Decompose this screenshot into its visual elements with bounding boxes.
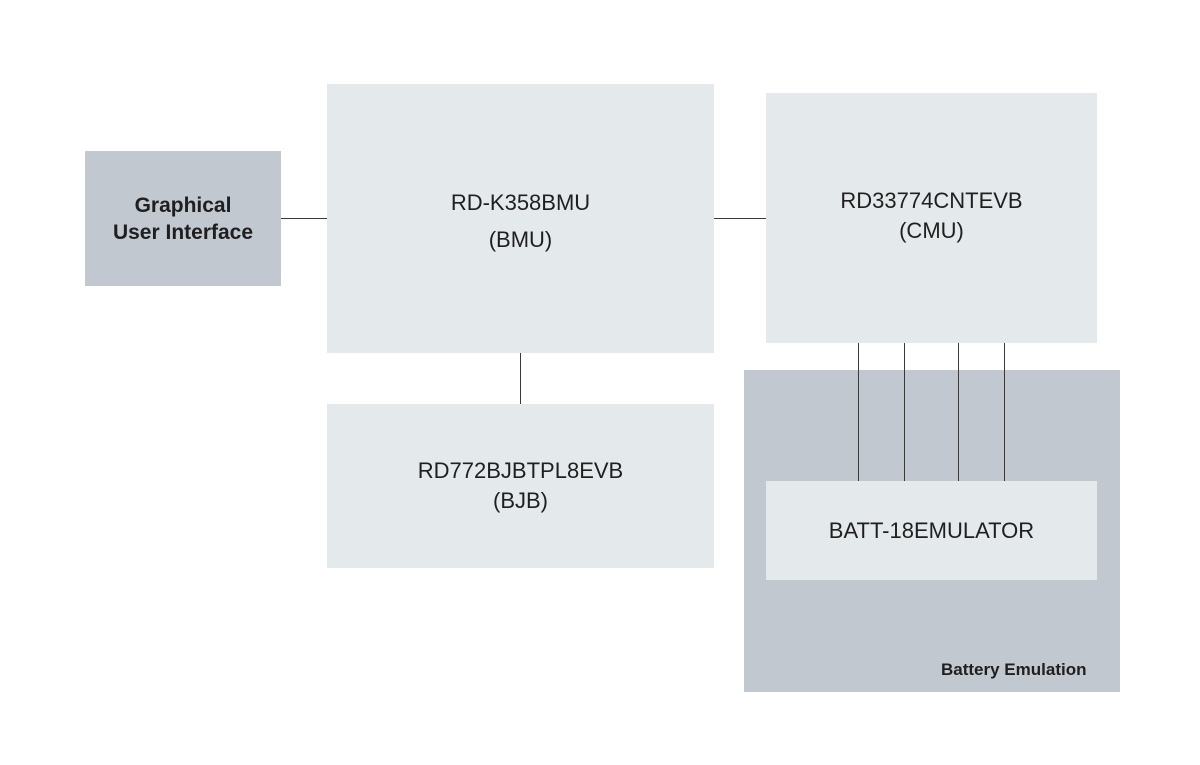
bjb-block: RD772BJBTPL8EVB (BJB) <box>327 404 714 568</box>
emulator-block: BATT-18EMULATOR <box>766 481 1097 580</box>
wire-cmu-emulator-3 <box>958 343 959 481</box>
cmu-block: RD33774CNTEVB (CMU) <box>766 93 1097 343</box>
cmu-label-line2: (CMU) <box>899 218 964 243</box>
wire-cmu-emulator-1 <box>858 343 859 481</box>
bmu-block: RD-K358BMU (BMU) <box>327 84 714 353</box>
gui-block: Graphical User Interface <box>85 151 281 286</box>
bmu-label-line2: (BMU) <box>488 227 553 252</box>
bjb-label-line1: RD772BJBTPL8EVB <box>417 458 624 483</box>
gui-label-line1: Graphical <box>134 193 232 217</box>
wire-cmu-emulator-4 <box>1004 343 1005 481</box>
gui-label-line2: User Interface <box>112 220 254 244</box>
wire-gui-bmu <box>281 218 327 219</box>
battery-emulation-label: Battery Emulation <box>941 660 1087 679</box>
wire-bmu-bjb <box>520 353 521 404</box>
wire-cmu-emulator-2 <box>904 343 905 481</box>
bmu-label-line1: RD-K358BMU <box>450 190 591 215</box>
wire-bmu-cmu <box>714 218 766 219</box>
emulator-label: BATT-18EMULATOR <box>828 517 1035 543</box>
bjb-label-line2: (BJB) <box>493 488 548 513</box>
cmu-label-line1: RD33774CNTEVB <box>840 188 1023 213</box>
